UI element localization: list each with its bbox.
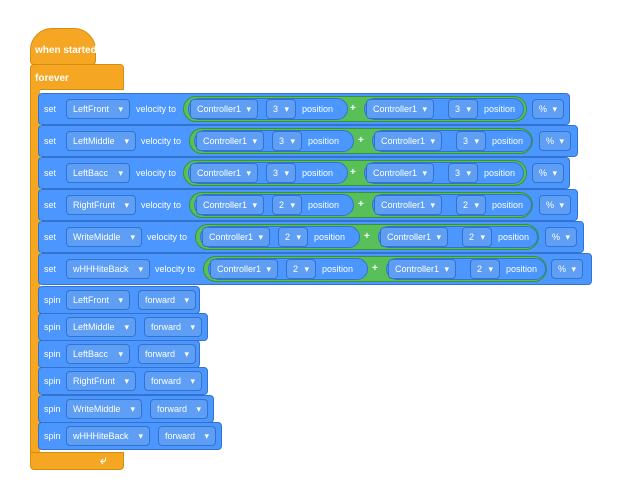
motor-dropdown[interactable]: WriteMiddle [66,399,142,419]
motor-dropdown[interactable]: LeftBacc [66,163,130,183]
controller-dropdown[interactable]: Controller1 [374,131,442,151]
motor-dropdown[interactable]: LeftFront [66,290,130,310]
axis-dropdown[interactable]: 2 [286,259,316,279]
plus-sign: + [350,167,356,178]
position-label: position [308,200,340,210]
axis-dropdown[interactable]: 3 [448,99,478,119]
position-label: position [302,168,334,178]
axis-dropdown[interactable]: 3 [266,163,296,183]
axis-dropdown[interactable]: 2 [278,227,308,247]
when-started-block[interactable] [30,28,96,65]
motor-dropdown[interactable]: RightFrunt [66,195,136,215]
spin-keyword: spin [44,404,61,414]
set-keyword: set [44,168,57,178]
set-keyword: set [44,200,57,210]
forever-block[interactable] [30,64,124,90]
direction-dropdown[interactable]: forward [144,371,202,391]
position-label: position [506,264,538,274]
unit-dropdown[interactable]: % [539,131,571,151]
forever-arm [30,89,40,453]
direction-dropdown[interactable]: forward [138,290,196,310]
spin-keyword: spin [44,431,61,441]
plus-sign: + [372,263,378,274]
controller-dropdown[interactable]: Controller1 [210,259,278,279]
plus-sign: + [358,199,364,210]
loop-arrow-icon: ⤶ [100,453,107,467]
unit-dropdown[interactable]: % [545,227,577,247]
when-started-label: when started [35,45,97,56]
position-label: position [308,136,340,146]
motor-dropdown[interactable]: wHHHiteBack [66,426,150,446]
spin-keyword: spin [44,376,61,386]
velocity-to-label: velocity to [147,232,188,242]
set-keyword: set [44,104,57,114]
controller-dropdown[interactable]: Controller1 [190,163,258,183]
axis-dropdown[interactable]: 3 [448,163,478,183]
controller-dropdown[interactable]: Controller1 [380,227,448,247]
velocity-to-label: velocity to [141,200,182,210]
controller-dropdown[interactable]: Controller1 [196,131,264,151]
controller-dropdown[interactable]: Controller1 [388,259,456,279]
position-label: position [492,136,524,146]
axis-dropdown[interactable]: 2 [470,259,500,279]
position-label: position [484,104,516,114]
unit-dropdown[interactable]: % [532,99,564,119]
motor-dropdown[interactable]: WriteMiddle [66,227,142,247]
position-label: position [498,232,530,242]
direction-dropdown[interactable]: forward [144,317,202,337]
controller-dropdown[interactable]: Controller1 [190,99,258,119]
plus-sign: + [364,231,370,242]
controller-dropdown[interactable]: Controller1 [202,227,270,247]
plus-sign: + [358,135,364,146]
axis-dropdown[interactable]: 2 [272,195,302,215]
plus-sign: + [350,103,356,114]
spin-keyword: spin [44,322,61,332]
spin-keyword: spin [44,349,61,359]
position-label: position [322,264,354,274]
unit-dropdown[interactable]: % [551,259,583,279]
velocity-to-label: velocity to [141,136,182,146]
unit-dropdown[interactable]: % [539,195,571,215]
axis-dropdown[interactable]: 2 [456,195,486,215]
motor-dropdown[interactable]: RightFrunt [66,371,136,391]
unit-dropdown[interactable]: % [532,163,564,183]
controller-dropdown[interactable]: Controller1 [366,99,434,119]
axis-dropdown[interactable]: 3 [266,99,296,119]
spin-keyword: spin [44,295,61,305]
position-label: position [492,200,524,210]
set-keyword: set [44,264,57,274]
motor-dropdown[interactable]: LeftBacc [66,344,130,364]
velocity-to-label: velocity to [136,104,177,114]
position-label: position [302,104,334,114]
forever-bottom [30,452,124,470]
axis-dropdown[interactable]: 3 [272,131,302,151]
direction-dropdown[interactable]: forward [158,426,216,446]
position-label: position [484,168,516,178]
velocity-to-label: velocity to [136,168,177,178]
motor-dropdown[interactable]: LeftMiddle [66,131,136,151]
position-label: position [314,232,346,242]
set-keyword: set [44,136,57,146]
direction-dropdown[interactable]: forward [150,399,208,419]
velocity-to-label: velocity to [155,264,196,274]
direction-dropdown[interactable]: forward [138,344,196,364]
axis-dropdown[interactable]: 3 [456,131,486,151]
controller-dropdown[interactable]: Controller1 [196,195,264,215]
motor-dropdown[interactable]: wHHHiteBack [66,259,150,279]
controller-dropdown[interactable]: Controller1 [374,195,442,215]
axis-dropdown[interactable]: 2 [462,227,492,247]
forever-label: forever [35,73,69,84]
controller-dropdown[interactable]: Controller1 [366,163,434,183]
motor-dropdown[interactable]: LeftFront [66,99,130,119]
set-keyword: set [44,232,57,242]
motor-dropdown[interactable]: LeftMiddle [66,317,136,337]
